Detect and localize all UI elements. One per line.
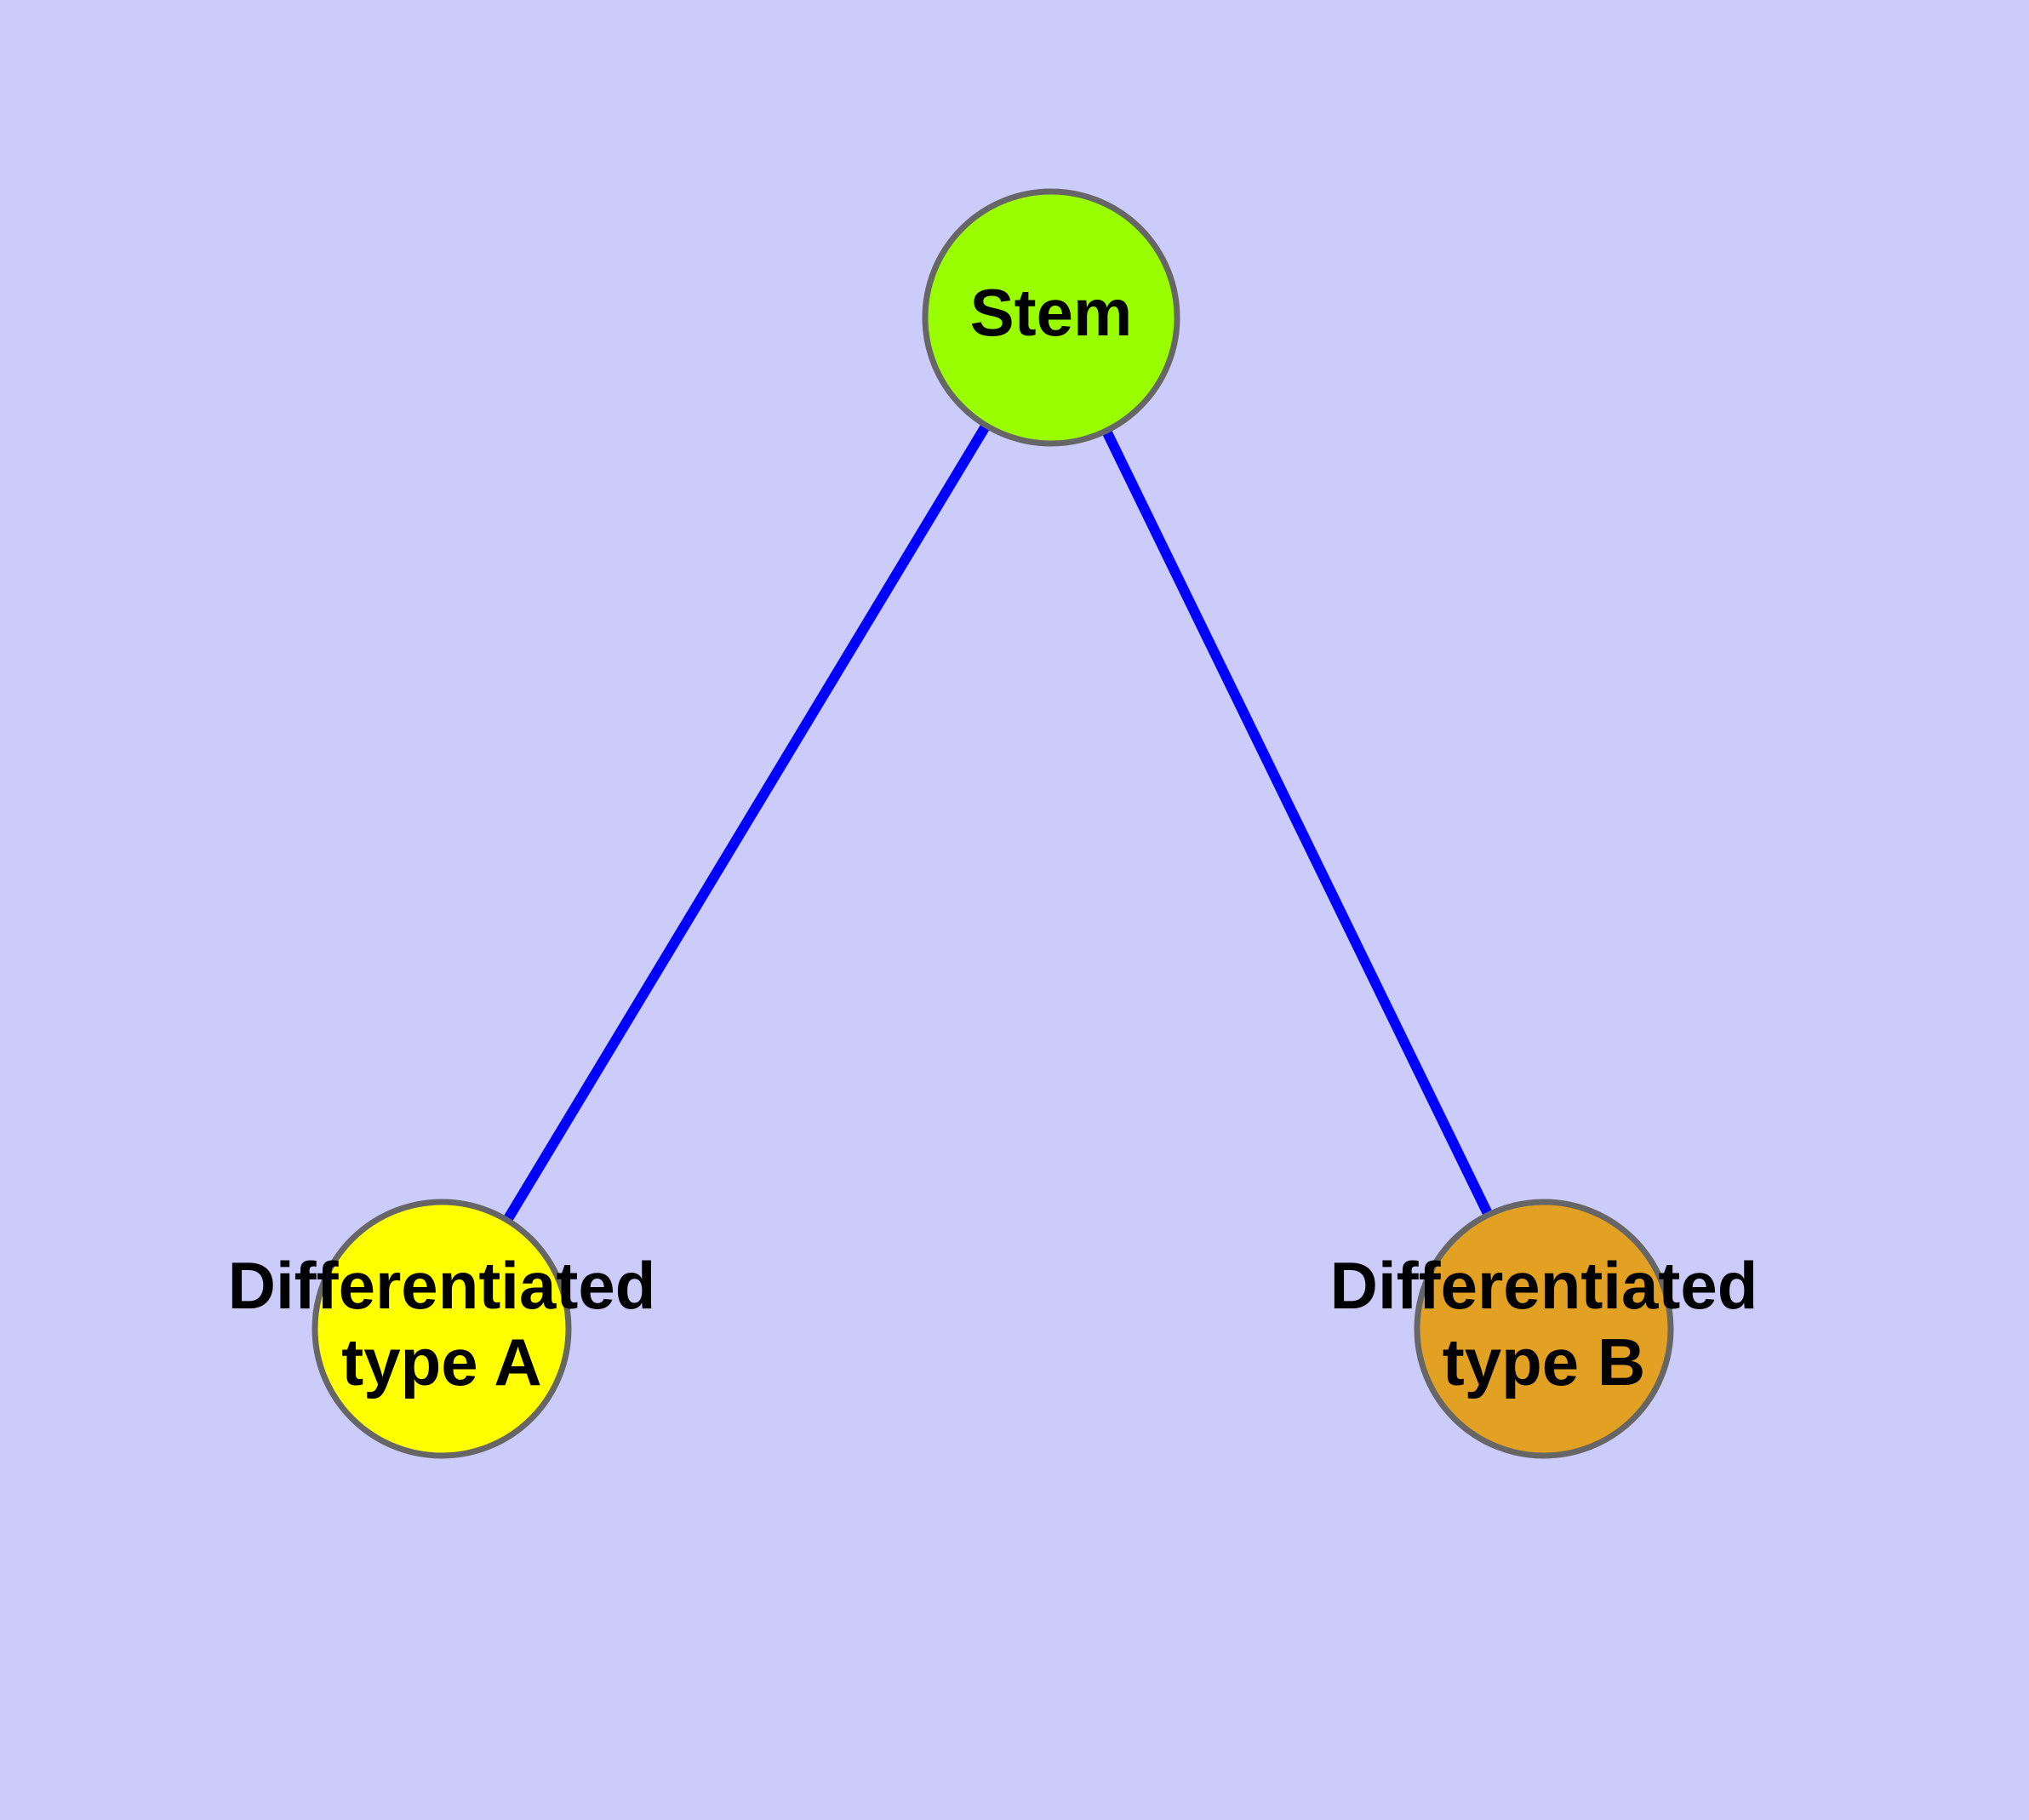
node-stem[interactable]: [922, 188, 1180, 447]
node-diff_a[interactable]: [311, 1199, 572, 1459]
node-diff_b[interactable]: [1414, 1199, 1674, 1459]
node-layer: [311, 188, 1674, 1459]
node-label-line: type B: [1443, 1325, 1645, 1399]
node-label-line: Differentiated: [228, 1247, 656, 1322]
edge-stem-to-a[interactable]: [437, 314, 1056, 1332]
node-label-line: Differentiated: [1330, 1247, 1758, 1322]
node-label-line: Stem: [970, 275, 1133, 350]
node-label-stem: Stem: [970, 275, 1133, 350]
edge-layer: [437, 314, 1549, 1332]
node-label-line: type A: [341, 1325, 542, 1399]
edge-stem-to-b[interactable]: [1046, 315, 1549, 1331]
